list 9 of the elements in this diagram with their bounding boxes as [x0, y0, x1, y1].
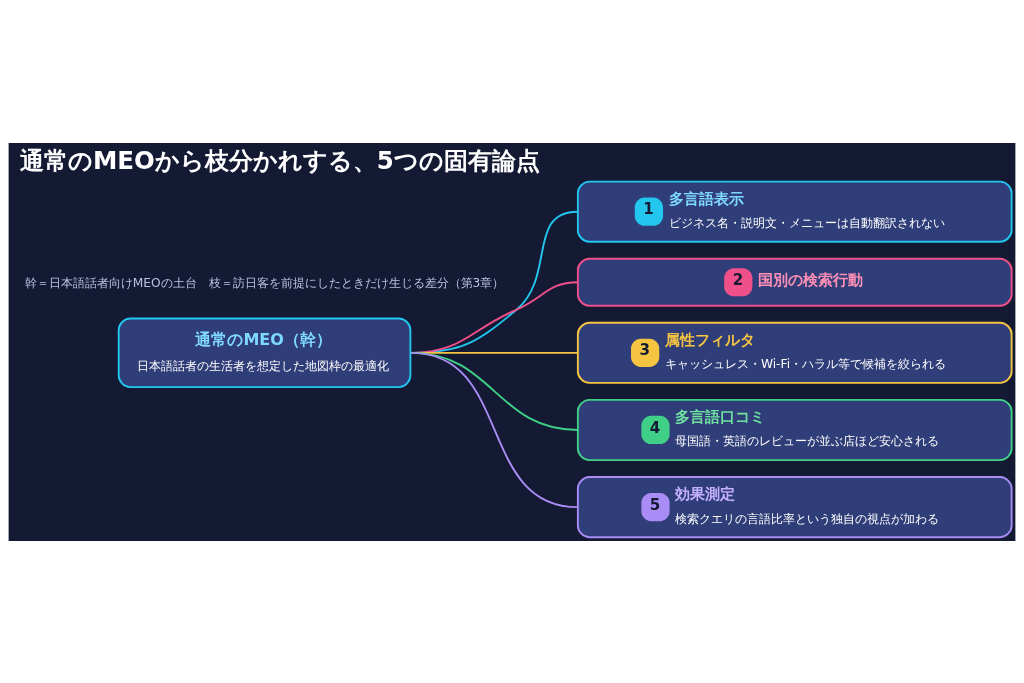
node-box: 通常のMEO（幹） 日本語話者の生活者を想定した地図枠の最適化: [117, 317, 412, 388]
node-box: 1 多言語表示 ビジネス名・説明文・メニューは自動翻訳されない: [576, 180, 1013, 243]
node-box: 3 属性フィルタ キャッシュレス・Wi-Fi・ハラル等で候補を絞られる: [576, 321, 1013, 384]
label: 幹＝日本語話者向けMEOの土台 枝＝訪日客を前提にしたときだけ生じる差分（第3章）: [24, 275, 505, 290]
node-box: 4 多言語口コミ 母国語・英語のレビューが並ぶ店ほど安心される: [576, 398, 1013, 461]
node-box: 2 国別の検索行動: [576, 257, 1013, 307]
connector: [410, 351, 579, 508]
diagram-title: 通常のMEOから枝分かれする、5つの固有論点: [19, 145, 540, 175]
node-box: 5 効果測定 検索クエリの言語比率という独自の視点が加わる: [576, 475, 1013, 538]
